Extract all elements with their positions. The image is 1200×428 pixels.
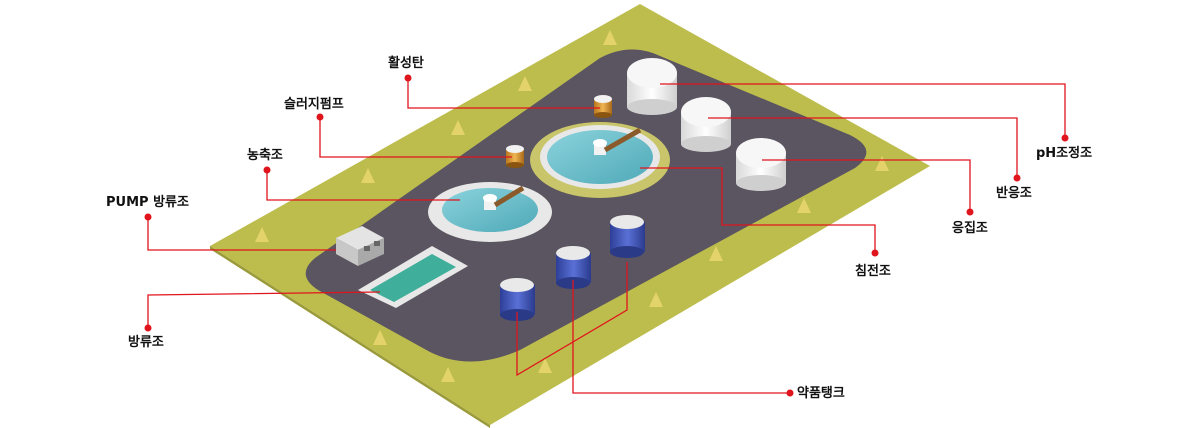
label-discharge-tank: 방류조 <box>128 335 164 350</box>
thickener-clarifier <box>428 182 552 242</box>
pump-building <box>336 226 384 266</box>
label-activated-carbon: 활성탄 <box>388 56 424 71</box>
shrub-icon <box>649 292 663 307</box>
reaction-tank <box>681 97 731 152</box>
label-coagulation-tank: 응집조 <box>952 221 988 236</box>
sludge-pump-unit <box>506 145 524 168</box>
shrub-icon <box>875 156 889 171</box>
label-sedimentation-tank: 침전조 <box>855 264 891 279</box>
label-ph-adjust: pH조정조 <box>1036 146 1093 161</box>
sedimentation-clarifier <box>530 122 670 198</box>
shrub-icon <box>603 30 617 45</box>
shrub-icon <box>709 246 723 261</box>
shrubs <box>255 30 889 382</box>
label-sludge-pump: 슬러지펌프 <box>284 97 344 112</box>
chemical-tank-3 <box>610 215 645 258</box>
discharge-pool <box>358 246 468 308</box>
leader-dots <box>144 74 1069 397</box>
ground-edge <box>210 246 490 428</box>
shrub-icon <box>451 120 465 135</box>
shrub-icon <box>797 198 811 213</box>
activated-carbon-unit <box>594 95 612 118</box>
shrub-icon <box>538 358 552 373</box>
label-pump-discharge: PUMP 방류조 <box>106 195 189 210</box>
shrub-icon <box>255 227 269 242</box>
shrub-icon <box>441 367 455 382</box>
leader-lines <box>147 78 1066 394</box>
ph-adjust-tank <box>627 58 677 115</box>
shrub-icon <box>361 168 375 183</box>
label-thickener: 농축조 <box>247 148 283 163</box>
label-reaction-tank: 반응조 <box>996 186 1032 201</box>
coagulation-tank <box>736 138 786 191</box>
label-chemical-tank: 약품탱크 <box>797 386 845 401</box>
shrub-icon <box>373 330 387 345</box>
shrub-icon <box>518 76 532 91</box>
